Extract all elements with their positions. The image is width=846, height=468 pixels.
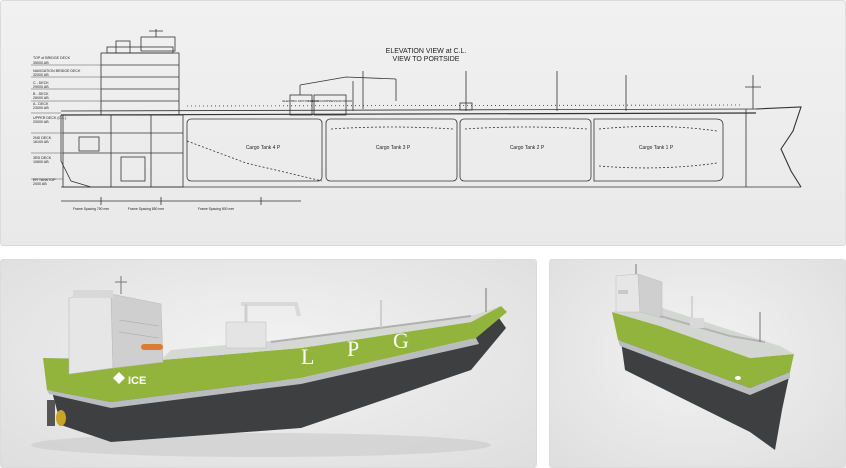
deck-piping <box>270 315 472 343</box>
deck-label: UPPER DECK (C.L.) <box>33 116 66 120</box>
deck-equipment <box>690 318 704 328</box>
deck-label: 32000 AB <box>33 73 49 77</box>
engine-room-drawing <box>62 114 184 188</box>
deck-label: 3RD DECK <box>33 156 52 160</box>
deck-label: A - DECK <box>33 102 49 106</box>
hawse-pipe <box>735 376 741 380</box>
render-side-view-panel: L P G ICE <box>0 259 537 468</box>
deck-piping <box>659 315 766 343</box>
lower-hull <box>51 318 506 442</box>
main-deck <box>612 304 794 358</box>
green-hull <box>612 312 794 388</box>
elevation-drawing: ELEVATION VIEW at C.L. VIEW TO PORTSIDE … <box>31 29 802 211</box>
tank-label: Cargo Tank 1 P <box>639 145 674 151</box>
tank-label: Cargo Tank 3 P <box>376 145 411 151</box>
deck-rail-line <box>60 108 757 112</box>
boot-topping-stripe <box>47 338 479 408</box>
lower-hull <box>620 334 790 450</box>
hull-letter: L <box>301 344 314 369</box>
rudder <box>47 400 55 426</box>
propeller <box>56 410 66 426</box>
green-hull <box>43 306 507 402</box>
deckhouse-drawing <box>289 71 397 116</box>
lifeboat <box>141 344 163 350</box>
frame-label: Frame Spacing 750 mm <box>73 207 109 211</box>
deck-label: 20000 AB <box>33 120 49 124</box>
bow-outline <box>755 106 802 188</box>
svg-text:ICE: ICE <box>128 375 146 387</box>
hull-letter: P <box>347 336 359 361</box>
frame-label: Frame Spacing 850 mm <box>128 207 164 211</box>
deck-label: NAVIGATION BRIDGE DECK <box>33 69 81 73</box>
deck-label: 26000 AB <box>33 96 49 100</box>
deck-label: 35000 AB <box>33 61 49 65</box>
deck-label: 23000 AB <box>33 106 49 110</box>
room-label: CARGO COMPRESSOR ROOM <box>308 99 352 103</box>
tank-label: Cargo Tank 4 P <box>246 145 281 151</box>
deck-masts <box>352 71 761 111</box>
render-side-view: L P G ICE <box>31 276 507 457</box>
deck-label: B - DECK <box>33 92 49 96</box>
cargo-tanks-drawing <box>186 118 724 182</box>
hull-letter: G <box>393 328 409 353</box>
deck-label: 2ND DECK <box>33 136 52 140</box>
ice-logo: ICE <box>113 372 146 387</box>
tank-label: Cargo Tank 2 P <box>510 145 545 151</box>
room-label: ELECTRIC MOTOR ROOM <box>283 99 320 103</box>
drawing-subtitle: VIEW TO PORTSIDE <box>393 56 460 63</box>
stern-outline <box>60 115 92 188</box>
deck-label: C - DECK <box>33 81 49 85</box>
drawing-title: ELEVATION VIEW at C.L. <box>386 48 467 55</box>
deck-crane <box>241 302 301 317</box>
superstructure-drawing <box>100 29 180 116</box>
compressor-house <box>225 321 267 349</box>
elevation-drawing-panel: ELEVATION VIEW at C.L. VIEW TO PORTSIDE … <box>0 0 846 246</box>
pipe-rack-line <box>186 104 742 107</box>
render-superstructure <box>68 276 164 375</box>
render-bow-view <box>612 264 794 450</box>
render-superstructure <box>615 264 663 319</box>
deck-label: TOP of BRIDGE DECK <box>33 56 71 60</box>
render-bow-view-panel <box>549 259 846 468</box>
deck-label: 16100 AB <box>33 140 49 144</box>
frame-label: Frame Spacing 800 mm <box>198 207 234 211</box>
deck-label: ER TANKTOP <box>33 178 56 182</box>
deck-label: 2000 AB <box>33 182 47 186</box>
deck-label: 29000 AB <box>33 85 49 89</box>
deck-label: 10600 AB <box>33 160 49 164</box>
